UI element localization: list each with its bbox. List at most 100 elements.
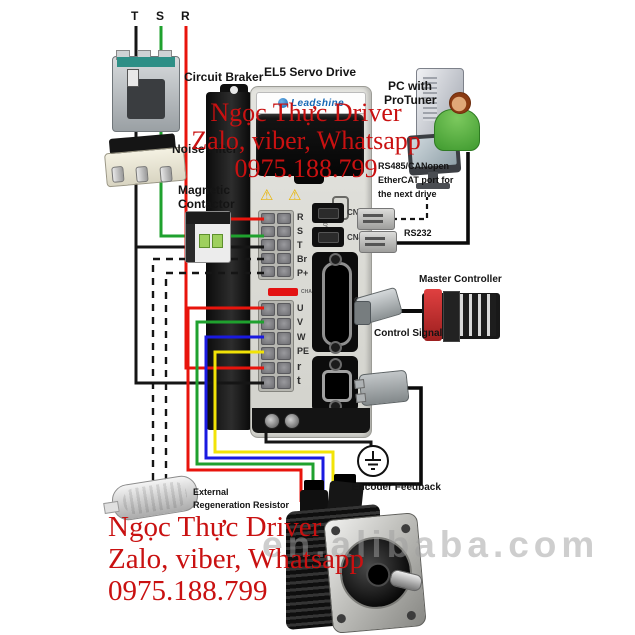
terminal-cell	[261, 226, 275, 238]
cn3-port	[312, 203, 344, 223]
terminal-label-r: R	[297, 212, 304, 222]
person-head-icon	[449, 92, 471, 114]
drive-mount-hole	[230, 86, 238, 94]
flange-hole	[336, 613, 347, 624]
plug-slot	[363, 220, 383, 223]
rs485-note-1: RS485/CANopen	[378, 161, 450, 171]
terminal-label-rr: r	[297, 361, 302, 373]
cn3-label: CN3	[347, 208, 364, 217]
motor-connector-cap	[304, 480, 324, 492]
magnetic-contactor	[185, 211, 231, 263]
drive-display-tab	[294, 174, 324, 184]
charge-label: CHARGE	[301, 289, 323, 295]
terminal-cell	[277, 239, 291, 251]
terminal-cell	[277, 347, 291, 360]
cable-next-drive	[392, 197, 429, 221]
dsub-face	[354, 301, 371, 325]
servo-motor	[282, 474, 427, 634]
ground-screw	[284, 413, 300, 429]
drive-title: EL5 Servo Drive	[264, 65, 357, 79]
plug-tab	[355, 392, 367, 403]
circuit-breaker	[112, 50, 180, 132]
motor-terminal-block	[258, 300, 294, 392]
terminal-cell	[261, 332, 275, 345]
cn4-slot	[318, 232, 339, 243]
rs485-note-3: the next drive	[378, 189, 437, 199]
warning-icon: ⚠	[288, 187, 302, 204]
wire-motor-u	[186, 306, 303, 502]
warning-icon: ⚠	[260, 187, 274, 204]
terminal-label-u: U	[297, 303, 304, 313]
contactor-side	[186, 224, 195, 262]
regen-label-1: External	[193, 487, 229, 497]
monitor-base	[416, 183, 450, 189]
breaker-top-band	[117, 57, 175, 67]
terminal-label-v: V	[297, 317, 304, 327]
seller-contact-apps: Zalo, viber, Whatsapp	[191, 126, 421, 155]
phase-label-r: R	[181, 9, 190, 23]
wire-motor-w	[204, 335, 325, 500]
terminal-cell	[277, 376, 291, 389]
pc-label-1: PC with	[388, 79, 432, 93]
rs232-plug	[359, 231, 397, 253]
terminal-cell	[277, 265, 291, 277]
phase-label-s: S	[156, 9, 165, 23]
terminal-label-t: T	[297, 240, 303, 250]
ground-screw	[264, 413, 280, 429]
terminal-cell	[261, 317, 275, 331]
plug-slot	[365, 243, 385, 246]
cn2-connector	[312, 356, 358, 413]
cn4-label: CN4	[347, 233, 364, 242]
terminal-label-br: Br	[297, 254, 308, 264]
terminal-cell	[261, 265, 275, 277]
seller-name: Ngọc Thực Driver	[210, 98, 402, 127]
encoder-plug	[354, 369, 410, 407]
terminal-label-pe: PE	[297, 346, 310, 356]
seller-overlay-bottom: Ngọc Thực Driver Zalo, viber, Whatsapp 0…	[108, 511, 364, 607]
charge-indicator	[268, 288, 298, 296]
drive-display	[256, 114, 364, 176]
cable-rs232	[394, 152, 470, 245]
contactor-indicator	[199, 234, 210, 248]
filter-terminal	[135, 165, 149, 183]
seller-name: Ngọc Thực Driver	[108, 511, 322, 543]
encoder-feedback-label: Encoder Feedback	[352, 482, 441, 493]
wire-regen-pplus	[164, 271, 264, 488]
terminal-cell	[277, 317, 291, 331]
phase-label-t: T	[131, 9, 139, 23]
plug-slot	[363, 214, 383, 217]
earth-ground-icon	[357, 445, 389, 477]
seller-overlay-top: Ngọc Thực Driver Zalo, viber, Whatsapp 0…	[168, 99, 444, 183]
seller-phone: 0975.188.799	[234, 154, 378, 183]
drive-bottom-section	[252, 408, 370, 433]
rs485-plug	[357, 208, 395, 230]
wire-motor-v	[195, 320, 315, 502]
seller-contact-apps: Zalo, viber, Whatsapp	[108, 543, 365, 575]
terminal-cell	[261, 239, 275, 251]
terminal-cell	[277, 252, 291, 264]
seller-phone: 0975.188.799	[108, 575, 268, 607]
monitor-stand	[428, 172, 438, 184]
master-controller-label: Master Controller	[419, 274, 502, 285]
terminal-cell	[277, 226, 291, 238]
terminal-cell	[277, 332, 291, 345]
flange-hole	[406, 610, 417, 621]
cn1-dsub	[322, 262, 352, 346]
terminal-cell	[277, 213, 291, 225]
regen-label-2: Regeneration Resistor	[193, 500, 290, 510]
terminal-label-pplus: P+	[297, 268, 309, 278]
pc-label-2: ProTuner	[384, 93, 437, 107]
controller-red-module	[424, 289, 442, 341]
rs485-note-2: EtherCAT port for	[378, 175, 454, 185]
cn1-screw	[329, 253, 342, 266]
controller-module	[443, 291, 460, 342]
ground-glyph	[365, 451, 381, 470]
tower-vents	[423, 77, 437, 121]
drive-logo-band: Leadshine	[256, 92, 366, 114]
breaker-switch	[127, 69, 139, 87]
terminal-label-tt: t	[297, 375, 301, 387]
cn2-screw	[329, 358, 342, 371]
control-signal-label: Control Signal	[374, 328, 443, 339]
wire-regen-br	[151, 257, 264, 488]
